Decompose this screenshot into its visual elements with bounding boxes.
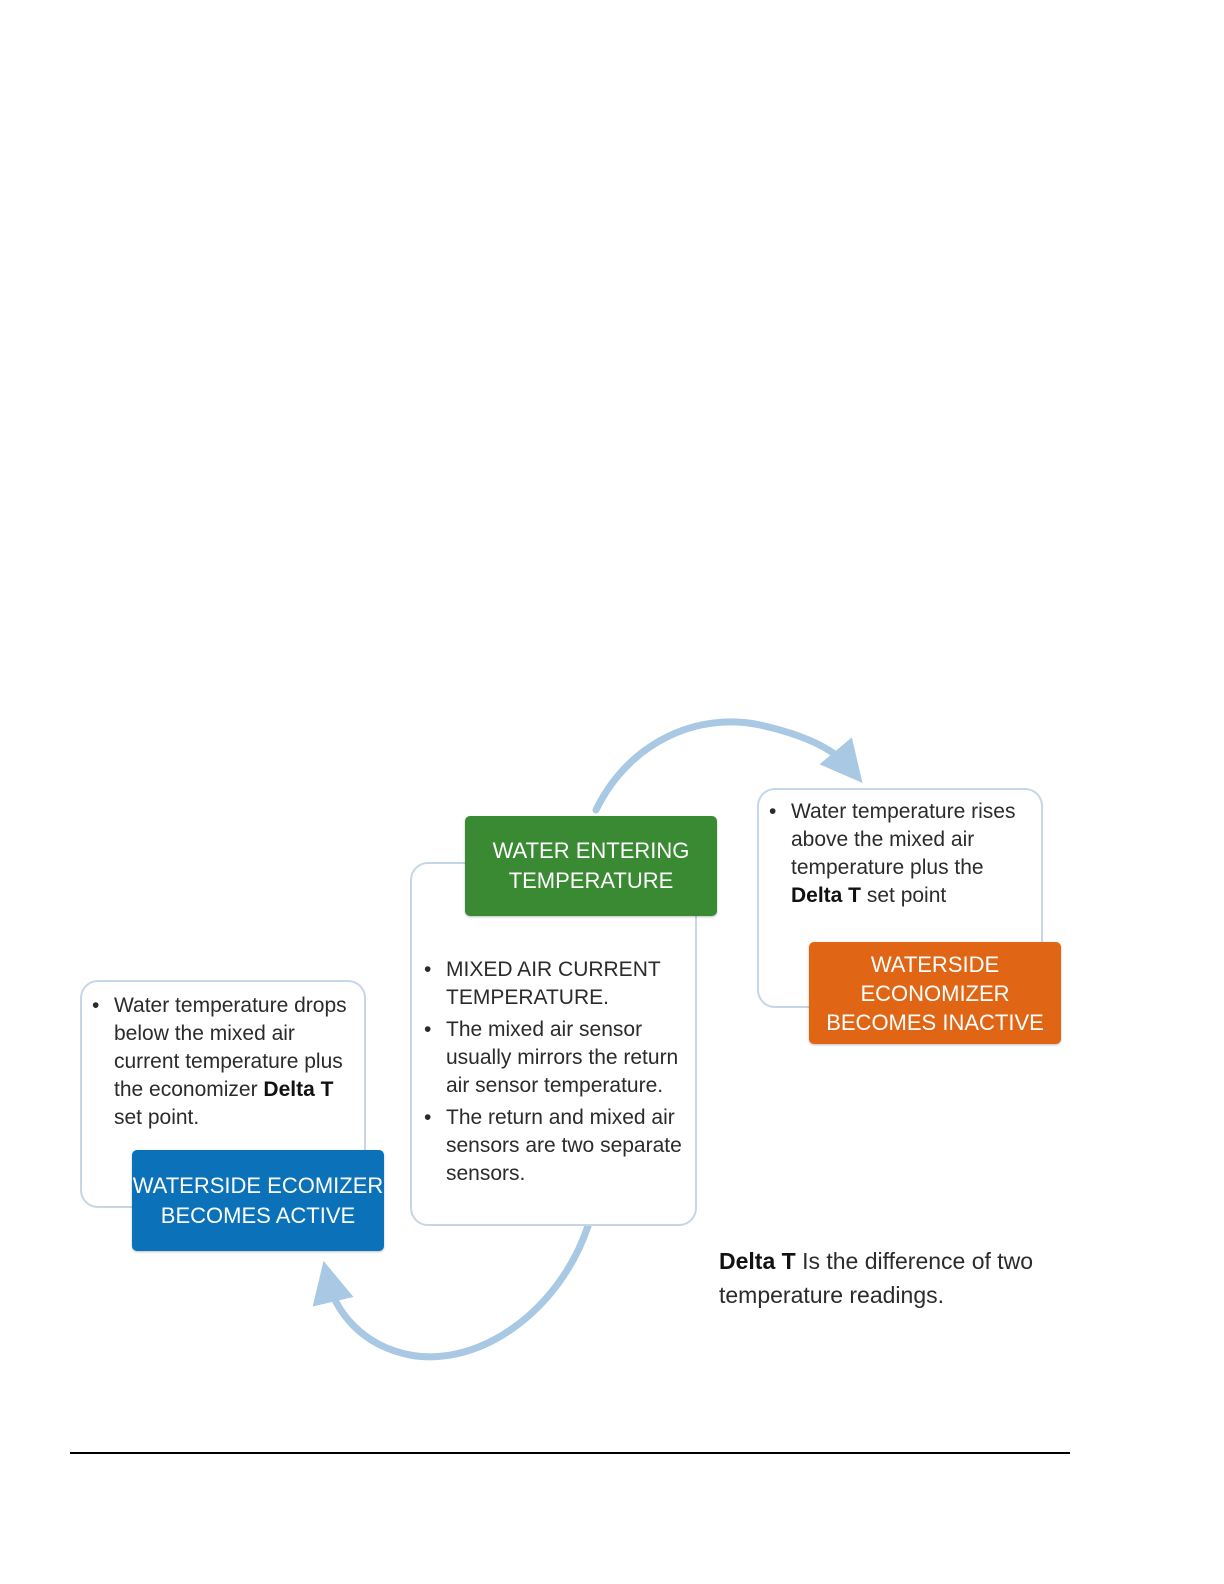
right-card-bullet: Water temperature rises above the mixed … xyxy=(769,798,1031,910)
waterside-active-box: WATERSIDE ECOMIZER BECOMES ACTIVE xyxy=(132,1150,384,1251)
center-card-bullet: The mixed air sensor usually mirrors the… xyxy=(424,1016,686,1100)
center-card-bullet: MIXED AIR CURRENT TEMPERATURE. xyxy=(424,956,686,1012)
inactive-box-line3: BECOMES INACTIVE xyxy=(826,1009,1044,1035)
active-box-line2: BECOMES ACTIVE xyxy=(160,1202,356,1228)
left-card-bold-term: Delta T xyxy=(263,1078,334,1101)
left-card-bullets: Water temperature drops below the mixed … xyxy=(92,992,352,1132)
left-card-text-end: set point. xyxy=(114,1106,200,1129)
center-card-bullet: The return and mixed air sensors are two… xyxy=(424,1104,686,1188)
active-box-line1: WATERSIDE ECOMIZER xyxy=(132,1172,384,1198)
center-card-bullets: MIXED AIR CURRENT TEMPERATURE. The mixed… xyxy=(424,956,686,1188)
right-card-bold-term: Delta T xyxy=(791,884,862,907)
left-card-bullet: Water temperature drops below the mixed … xyxy=(92,992,352,1132)
delta-t-note: Delta T Is the difference of two tempera… xyxy=(719,1244,1079,1312)
water-entering-temperature-box: WATER ENTERING TEMPERATURE xyxy=(465,816,717,916)
footer-rule xyxy=(70,1452,1070,1454)
center-box-line1: WATER ENTERING xyxy=(492,838,690,863)
left-card-text: Water temperature drops below the mixed … xyxy=(114,994,347,1101)
inactive-box-line2: ECONOMIZER xyxy=(860,980,1010,1006)
right-card-text-end: set point xyxy=(861,884,947,907)
bottom-curved-arrow-icon xyxy=(312,1222,592,1361)
delta-t-note-text: Is the difference of two temperature rea… xyxy=(719,1248,1034,1308)
inactive-box-line1: WATERSIDE xyxy=(870,951,1000,977)
right-card-text: Water temperature rises above the mixed … xyxy=(791,800,1016,879)
top-curved-arrow-icon xyxy=(592,718,863,814)
left-card: Water temperature drops below the mixed … xyxy=(80,980,366,1208)
right-card-bullets: Water temperature rises above the mixed … xyxy=(769,798,1031,910)
center-box-line2: TEMPERATURE xyxy=(508,868,674,893)
delta-t-note-term: Delta T xyxy=(719,1248,796,1274)
center-card: MIXED AIR CURRENT TEMPERATURE. The mixed… xyxy=(410,862,697,1226)
waterside-inactive-box: WATERSIDE ECONOMIZER BECOMES INACTIVE xyxy=(809,942,1061,1044)
